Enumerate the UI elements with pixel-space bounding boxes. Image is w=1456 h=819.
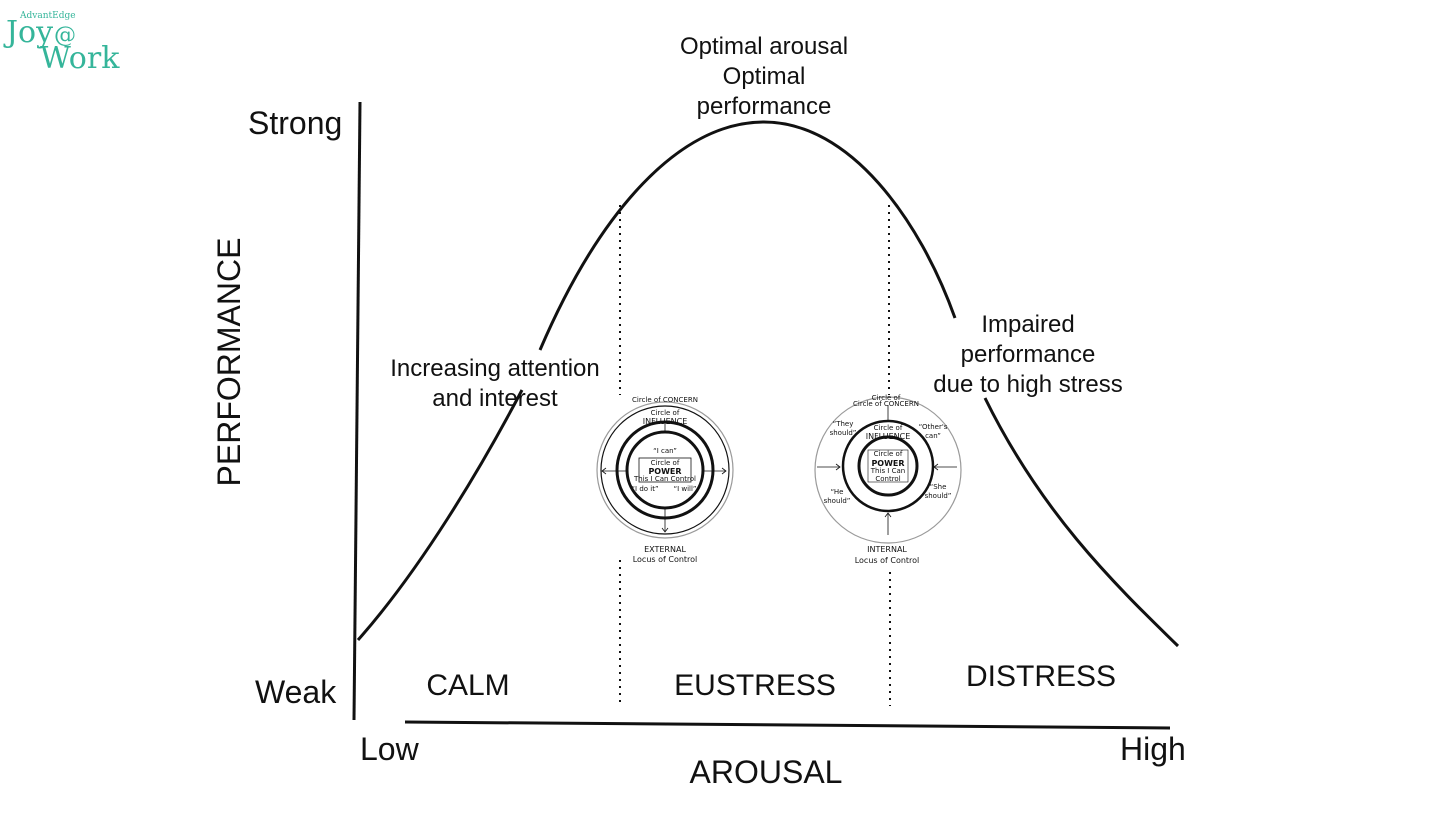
- int-power-label: Circle of: [874, 450, 903, 458]
- peak-line-3: performance: [697, 93, 832, 120]
- falling-line-2: performance: [961, 341, 1096, 368]
- zone-eustress: EUSTRESS: [674, 669, 836, 702]
- rising-annotation: Increasing attention and interest: [390, 355, 599, 412]
- int-arrowhead-bottom: [884, 512, 892, 518]
- ext-i-will: “I will”: [673, 485, 696, 493]
- ext-power-word: POWER: [648, 467, 681, 476]
- peak-line-1: Optimal arousal: [680, 33, 848, 60]
- zone-distress: DISTRESS: [966, 660, 1116, 693]
- int-power-sub-2: Control: [875, 475, 900, 483]
- int-they-should-1: “They: [833, 420, 854, 428]
- int-she-should-2: should”: [925, 492, 952, 500]
- x-axis-right-label: High: [1120, 731, 1186, 767]
- y-axis-top-label: Strong: [248, 105, 342, 141]
- rising-line-1: Increasing attention: [390, 355, 599, 382]
- int-they-should-2: should”: [830, 429, 857, 437]
- int-caption-2: Locus of Control: [855, 556, 920, 565]
- ext-i-do-it: “I do it”: [631, 485, 658, 493]
- y-axis-title: PERFORMANCE: [211, 238, 247, 487]
- int-arrowhead-right: [933, 463, 939, 471]
- peak-annotation: Optimal arousal Optimal performance: [680, 33, 848, 120]
- falling-annotation: Impaired performance due to high stress: [933, 311, 1122, 398]
- int-influence-ring: [841, 419, 935, 513]
- internal-locus-circles: Circle of Circle of CONCERN Circle of IN…: [814, 394, 962, 565]
- y-axis-bottom-label: Weak: [255, 674, 337, 710]
- logo-small-text: AdvantEdge: [19, 11, 76, 21]
- int-power-sub-1: This I Can: [870, 467, 905, 475]
- ext-influence-label: Circle of: [651, 409, 680, 417]
- external-locus-circles: Circle of CONCERN Circle of INFLUENCE “I…: [596, 396, 734, 564]
- int-influence-word: INFLUENCE: [866, 432, 911, 441]
- x-axis-line: [404, 720, 1171, 730]
- curve-peak: [538, 120, 957, 351]
- joy-at-work-logo: AdvantEdge Joy @ Work: [3, 11, 120, 76]
- falling-line-1: Impaired: [981, 311, 1074, 338]
- int-concern-label-top: Circle of: [872, 394, 901, 402]
- int-concern-ring: [814, 396, 962, 544]
- ext-arrowhead-left: [601, 467, 607, 475]
- int-others-can-2: can”: [925, 432, 941, 440]
- int-others-can-1: “Other's: [919, 423, 948, 431]
- curve-falling-lower: [983, 397, 1180, 648]
- int-caption-1: INTERNAL: [867, 545, 907, 554]
- int-power-box: [867, 449, 909, 483]
- ext-influence-word: INFLUENCE: [643, 417, 688, 426]
- x-axis-left-label: Low: [360, 731, 420, 767]
- int-influence-label: Circle of: [874, 424, 903, 432]
- ext-caption-2: Locus of Control: [633, 555, 698, 564]
- ext-arrowhead-down: [661, 527, 669, 533]
- ext-power-box: [638, 457, 692, 483]
- peak-line-2: Optimal: [723, 63, 806, 90]
- int-concern-label: Circle of CONCERN: [853, 400, 919, 408]
- ext-power-label: Circle of: [651, 459, 680, 467]
- int-power-word: POWER: [871, 459, 904, 468]
- falling-line-3: due to high stress: [933, 371, 1122, 398]
- curve-rising-lower: [356, 389, 524, 641]
- y-axis-line: [352, 101, 362, 721]
- logo-at: @: [54, 23, 76, 48]
- ext-power-sub: This I Can Control: [633, 475, 696, 483]
- int-power-ring: [857, 435, 919, 497]
- int-he-should-2: should”: [824, 497, 851, 505]
- logo-work: Work: [40, 41, 120, 76]
- ext-caption-1: EXTERNAL: [644, 545, 686, 554]
- int-arrowhead-left: [835, 463, 841, 471]
- rising-line-2: and interest: [432, 385, 558, 412]
- ext-influence-outer-ring: [600, 405, 730, 535]
- logo-joy: Joy: [3, 15, 53, 50]
- ext-i-can: “I can”: [653, 447, 677, 455]
- zone-calm: CALM: [426, 669, 509, 702]
- ext-arrowhead-right: [721, 467, 727, 475]
- int-she-should-1: “She: [930, 483, 947, 491]
- x-axis-title: AROUSAL: [690, 754, 843, 790]
- ext-concern-label: Circle of CONCERN: [632, 396, 698, 404]
- int-he-should-1: “He: [831, 488, 844, 496]
